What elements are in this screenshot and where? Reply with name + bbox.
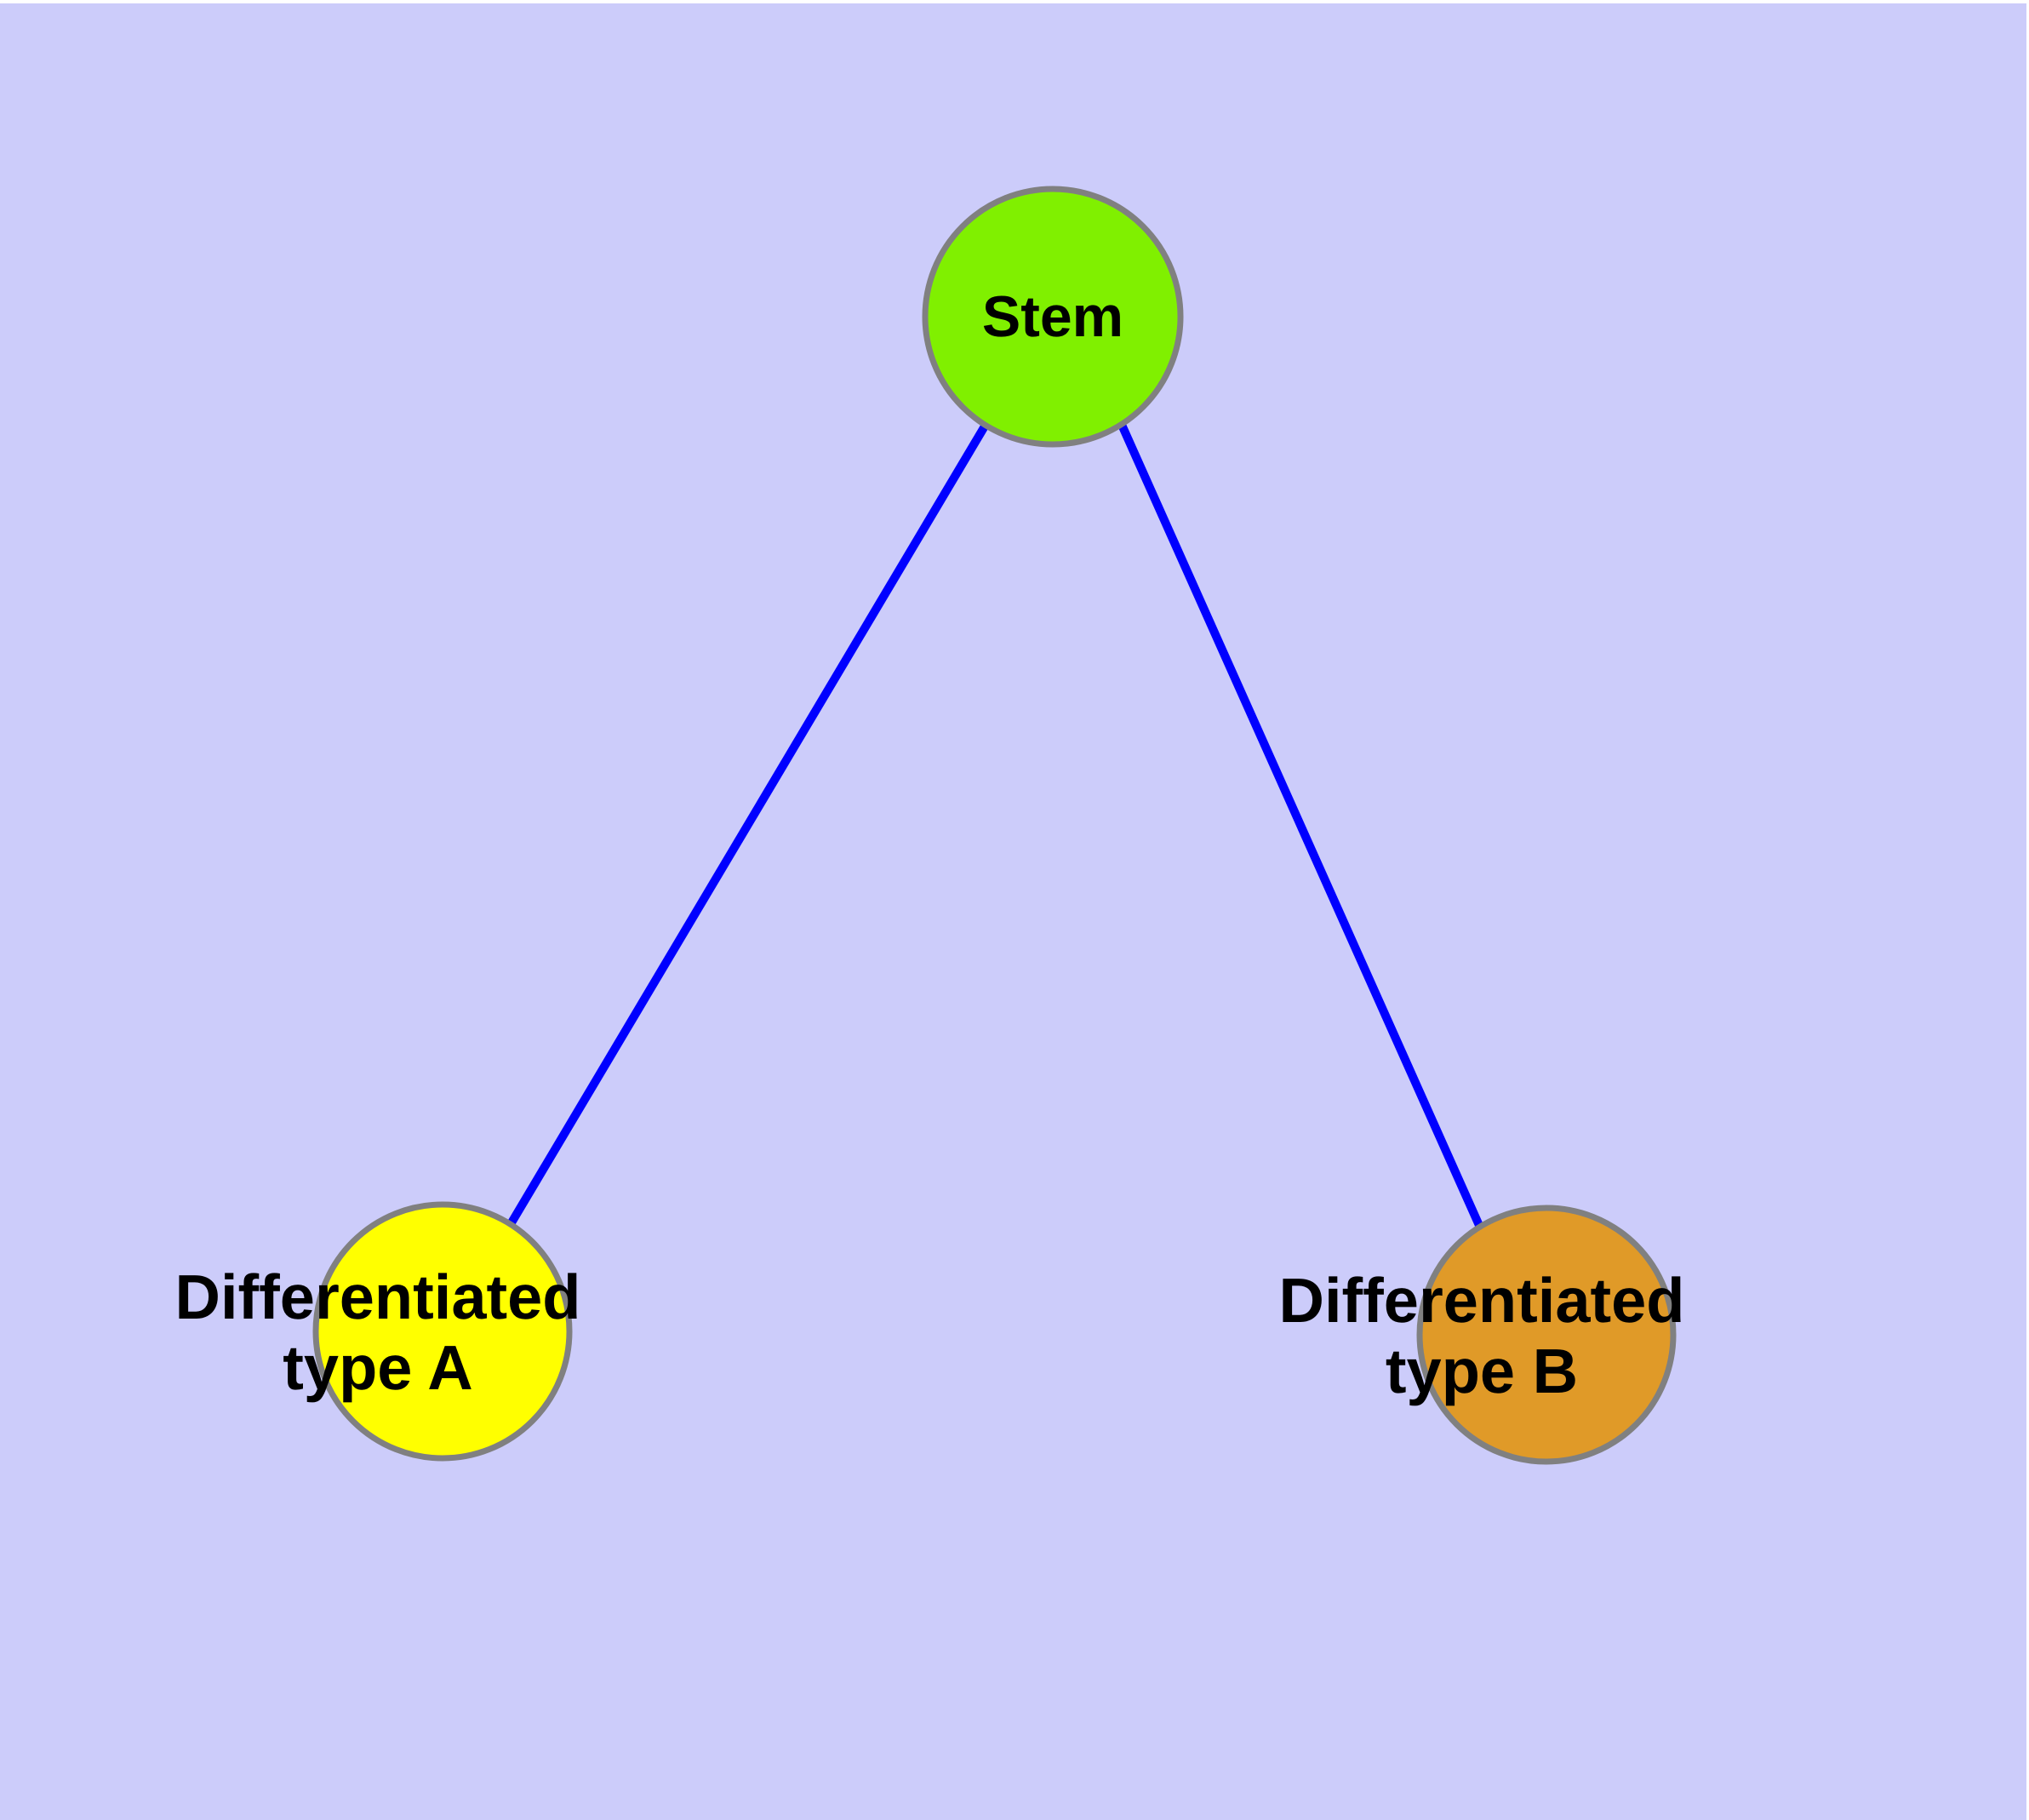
edge-stem-to-differentiated-type-a (506, 422, 990, 1227)
node-differentiated-type-b[interactable] (1416, 1205, 1677, 1465)
node-differentiated-type-a[interactable] (312, 1201, 573, 1462)
edge-stem-to-differentiated-type-b (1117, 422, 1485, 1232)
node-stem[interactable] (922, 186, 1184, 448)
node-layer (312, 186, 1677, 1465)
edge-layer (506, 422, 1485, 1232)
graph-svg (312, 186, 1677, 1465)
